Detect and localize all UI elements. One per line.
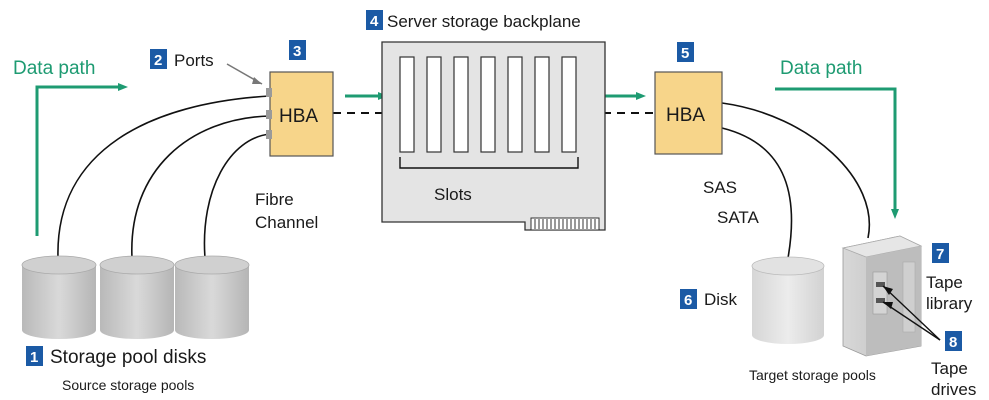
slot-5 bbox=[507, 56, 523, 153]
badge-8: 8 bbox=[945, 331, 962, 351]
data-path-label-right: Data path bbox=[780, 58, 862, 79]
tape-drive-pointers bbox=[882, 285, 941, 341]
tape-library-label-2: library bbox=[926, 294, 973, 313]
tape-library-label-1: Tape bbox=[926, 273, 963, 292]
port-2 bbox=[266, 110, 272, 119]
port-3 bbox=[266, 130, 272, 139]
source-disk-1 bbox=[21, 255, 97, 339]
svg-text:5: 5 bbox=[681, 45, 689, 62]
sas-sata-cables bbox=[721, 102, 871, 259]
badge-6: 6 bbox=[680, 289, 697, 309]
source-disk-3 bbox=[174, 255, 250, 339]
storage-pool-disks-label: Storage pool disks bbox=[50, 347, 206, 368]
slot-4 bbox=[480, 56, 496, 153]
svg-text:2: 2 bbox=[154, 52, 162, 69]
source-storage-pools-label: Source storage pools bbox=[62, 377, 194, 393]
hba-left: HBA bbox=[266, 71, 334, 157]
data-path-label-left: Data path bbox=[13, 58, 95, 79]
badge-4: 4 bbox=[366, 10, 383, 30]
tape-drive-2 bbox=[876, 298, 885, 303]
hba-right-label: HBA bbox=[666, 105, 705, 126]
data-path-arrow-left bbox=[35, 83, 128, 236]
badge-3: 3 bbox=[289, 40, 306, 60]
tape-drives-label-1: Tape bbox=[931, 359, 968, 378]
sata-label: SATA bbox=[717, 208, 760, 227]
svg-text:1: 1 bbox=[30, 349, 38, 366]
badge-7: 7 bbox=[932, 243, 949, 263]
slots-label: Slots bbox=[434, 185, 472, 204]
badge-2: 2 bbox=[150, 49, 167, 69]
disk-label: Disk bbox=[704, 290, 738, 309]
backplane-board: Slots bbox=[381, 41, 606, 231]
backplane-label: Server storage backplane bbox=[387, 12, 581, 31]
slot-3 bbox=[453, 56, 469, 153]
tape-library bbox=[841, 235, 923, 357]
slot-7 bbox=[561, 56, 577, 153]
edge-connector bbox=[530, 217, 600, 231]
ports-label: Ports bbox=[174, 51, 214, 70]
tape-drives-label-2: drives bbox=[931, 380, 976, 399]
source-disk-2 bbox=[99, 255, 175, 339]
channel-label: Channel bbox=[255, 213, 318, 232]
slot-2 bbox=[426, 56, 442, 153]
slot-6 bbox=[534, 56, 550, 153]
slots bbox=[399, 56, 577, 153]
svg-text:3: 3 bbox=[293, 43, 301, 60]
svg-text:7: 7 bbox=[936, 246, 944, 263]
target-disk bbox=[751, 256, 825, 344]
svg-text:6: 6 bbox=[684, 292, 692, 309]
target-storage-pools-label: Target storage pools bbox=[749, 367, 876, 383]
fibre-channel-cables bbox=[57, 95, 271, 259]
slot-1 bbox=[399, 56, 415, 153]
badge-5: 5 bbox=[677, 42, 694, 62]
sas-label: SAS bbox=[703, 178, 737, 197]
badge-1: 1 bbox=[26, 346, 43, 366]
port-1 bbox=[266, 88, 272, 97]
slots-bracket bbox=[399, 157, 579, 169]
tape-drive-1 bbox=[876, 282, 885, 287]
fibre-label: Fibre bbox=[255, 190, 294, 209]
hba-left-label: HBA bbox=[279, 106, 318, 127]
svg-text:8: 8 bbox=[949, 334, 957, 351]
svg-text:4: 4 bbox=[370, 13, 379, 30]
data-path-arrow-right bbox=[775, 87, 899, 219]
hba-right: HBA bbox=[654, 71, 723, 155]
